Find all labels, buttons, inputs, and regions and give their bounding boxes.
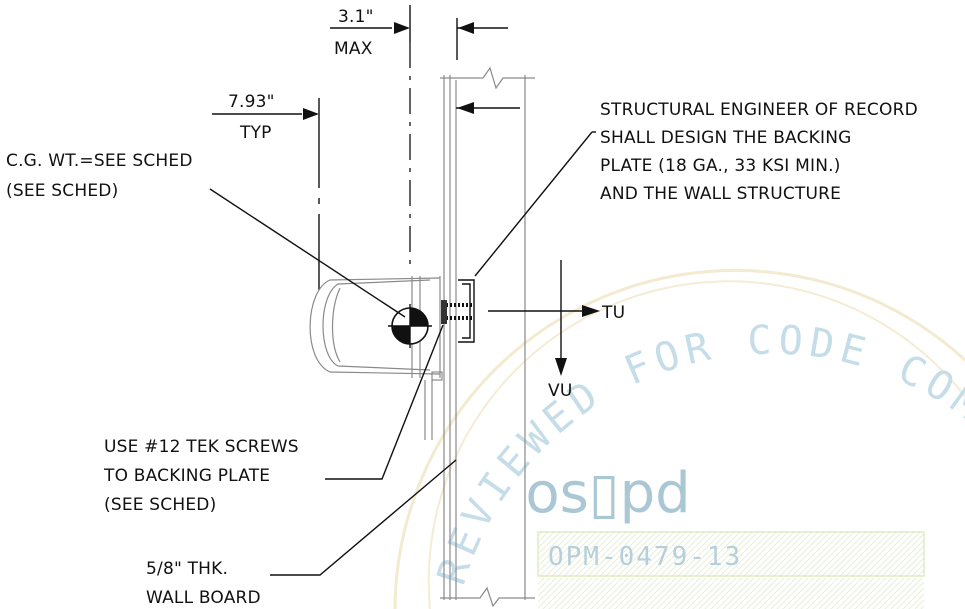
dim-3-1-value: 3.1" <box>338 7 374 27</box>
tek-screws <box>441 300 472 324</box>
cg-note-line-2: (SEE SCHED) <box>6 181 118 201</box>
engineer-note-line-2: SHALL DESIGN THE BACKING <box>600 128 852 148</box>
leader-engineer-note <box>474 131 593 277</box>
dim-3-1-qualifier: MAX <box>334 39 373 59</box>
wallboard-note-line-2: WALL BOARD <box>146 588 261 608</box>
engineer-note-line-4: AND THE WALL STRUCTURE <box>600 184 841 204</box>
engineer-note-line-3: PLATE (18 GA., 33 KSI MIN.) <box>600 156 841 176</box>
cg-note-line-1: C.G. WT.=SEE SCHED <box>6 151 193 171</box>
wall-section <box>440 66 535 608</box>
screws-note-line-2: TO BACKING PLATE <box>103 466 270 486</box>
fixture-body <box>309 276 443 440</box>
wallboard-note-line-1: 5/8" THK. <box>146 559 228 579</box>
dimension-3-1-max <box>330 5 508 60</box>
wall-thickness-dimension <box>456 102 520 114</box>
dim-7-93-qualifier: TYP <box>239 123 272 143</box>
backing-plate-channel <box>458 279 475 343</box>
tension-force-label: TU <box>601 303 625 323</box>
oshpd-logo: os▯pd <box>525 461 690 526</box>
stamp-lower-band <box>538 578 924 609</box>
shear-force-arrow <box>555 260 567 376</box>
dim-7-93-value: 7.93" <box>228 92 275 112</box>
screws-note-line-3: (SEE SCHED) <box>104 495 216 515</box>
screws-note-line-1: USE #12 TEK SCREWS <box>104 437 299 457</box>
tension-force-arrow <box>488 305 600 317</box>
leader-wallboard <box>270 459 457 576</box>
leader-cg <box>209 188 406 318</box>
leader-screws <box>325 324 444 480</box>
dimension-7-93-typ <box>212 98 320 290</box>
stamp-id-box <box>537 531 925 577</box>
center-of-gravity-symbol <box>388 304 432 348</box>
stamp-project-id: OPM-0479-13 <box>548 542 742 572</box>
shear-force-label: VU <box>548 381 572 401</box>
engineer-note-line-1: STRUCTURAL ENGINEER OF RECORD <box>600 100 918 120</box>
